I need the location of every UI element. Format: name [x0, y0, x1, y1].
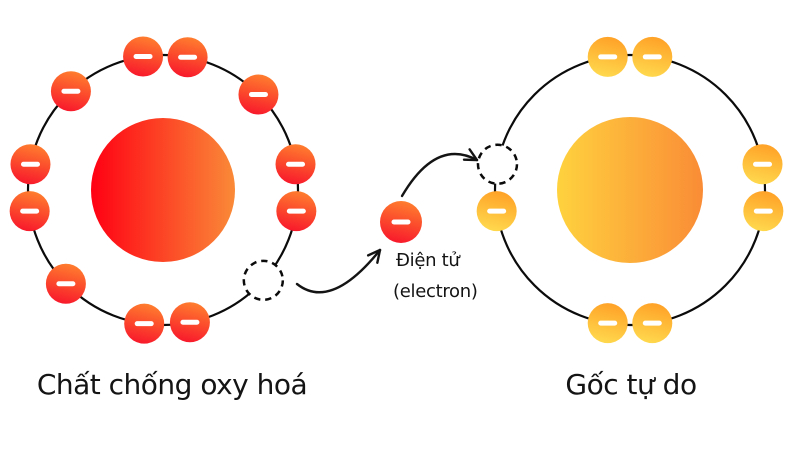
minus-icon [20, 161, 40, 167]
arrowhead-line [468, 148, 479, 162]
orbit-ring [493, 53, 767, 327]
electron [632, 303, 673, 344]
minus-icon [20, 208, 40, 214]
nucleus [91, 118, 235, 262]
antioxidant-atom [9, 36, 317, 344]
minus-icon [180, 319, 200, 325]
electron [124, 303, 165, 344]
electron [276, 191, 317, 232]
electron-leaving-arrow [295, 248, 382, 294]
electron [10, 144, 51, 185]
electron-label-en: (electron) [393, 281, 478, 302]
electron-label-vi: Điện tử [396, 250, 461, 271]
electron [476, 191, 517, 232]
electron [123, 36, 164, 77]
free-radical-label: Gốc tự do [565, 368, 696, 401]
minus-icon [487, 208, 507, 214]
arrowhead-line [366, 248, 382, 257]
minus-icon [61, 88, 81, 94]
electron-arriving-arrow [400, 148, 479, 198]
minus-icon [134, 321, 154, 327]
electron [632, 36, 673, 77]
minus-icon [391, 219, 411, 225]
minus-icon [753, 208, 773, 214]
minus-icon [598, 320, 618, 326]
minus-icon [642, 320, 662, 326]
electron [9, 191, 50, 232]
minus-icon [178, 54, 198, 60]
minus-icon [248, 92, 268, 98]
electron-vacancy-dashed-circle [242, 259, 285, 302]
minus-icon [133, 53, 153, 59]
electron [167, 37, 208, 78]
electron [742, 144, 783, 185]
nucleus [557, 117, 703, 263]
free-radical-atom [476, 36, 784, 344]
minus-icon [56, 281, 76, 287]
electron [743, 191, 784, 232]
electron-transfer-group [295, 148, 479, 294]
arrowhead-line [376, 248, 382, 264]
electron [50, 71, 91, 112]
minus-icon [598, 54, 618, 60]
electron-vacancy-dashed-circle [476, 143, 519, 185]
minus-icon [286, 208, 306, 214]
electron [380, 201, 422, 243]
electron [169, 302, 210, 343]
electron [587, 36, 628, 77]
electron [275, 144, 316, 185]
electron [587, 303, 628, 344]
antioxidant-label: Chất chống oxy hoá [37, 368, 307, 401]
minus-icon [753, 161, 773, 167]
electron [45, 263, 86, 304]
minus-icon [642, 54, 662, 60]
electron [238, 74, 279, 115]
minus-icon [286, 161, 306, 167]
